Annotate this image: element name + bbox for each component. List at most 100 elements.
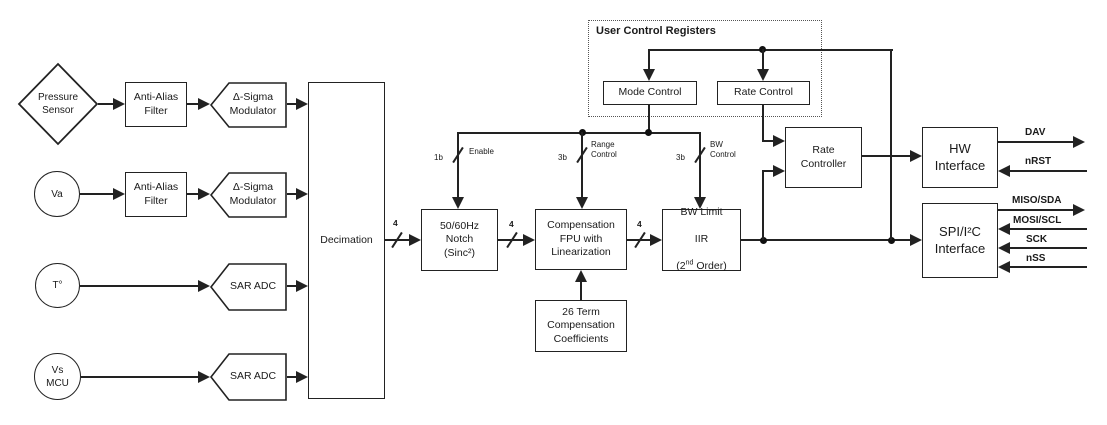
bw-limit-line1: BW Limit xyxy=(680,205,723,218)
range-width-label: 3b xyxy=(558,153,567,162)
arrow-sck-in xyxy=(998,242,1010,254)
line-va-to-filter xyxy=(80,193,114,195)
line-bwctl-drop xyxy=(699,132,701,198)
line-saradc1-to-decimation xyxy=(287,285,297,287)
arrow-into-filter2 xyxy=(113,188,125,200)
line-sck xyxy=(1010,247,1087,249)
line-miso-sda xyxy=(998,209,1074,211)
arrow-miso-out xyxy=(1073,204,1085,216)
bus-width-label-1: 4 xyxy=(393,218,398,228)
sar-adc-1-shape xyxy=(210,263,287,311)
arrow-into-spi xyxy=(910,234,922,246)
bus-width-label-3: 4 xyxy=(637,219,642,229)
delta-sigma-modulator-1-shape xyxy=(210,82,287,128)
arrow-into-fpu xyxy=(523,234,535,246)
line-output-feedback-up xyxy=(762,170,764,240)
user-control-registers-group xyxy=(588,20,822,117)
delta-sigma-modulator-2-shape xyxy=(210,172,287,218)
arrow-into-rate-controller-2 xyxy=(773,165,785,177)
line-mosi-scl xyxy=(1010,228,1087,230)
sck-label: SCK xyxy=(1026,234,1048,245)
bw-limit-line2: IIR xyxy=(694,233,709,246)
arrow-into-decimation-3 xyxy=(296,280,308,292)
arrow-bwctl-into-bwlimit xyxy=(694,197,706,209)
line-nss xyxy=(1010,266,1087,268)
dav-label: DAV xyxy=(1025,127,1046,138)
arrow-into-decimation-2 xyxy=(296,188,308,200)
junction-dot-output-rate xyxy=(760,237,767,244)
line-saradc2-to-decimation xyxy=(287,376,297,378)
line-modulator2-to-decimation xyxy=(287,193,297,195)
mode-control-block: Mode Control xyxy=(603,81,697,105)
nrst-label: nRST xyxy=(1025,156,1052,167)
arrow-into-decimation-1 xyxy=(296,98,308,110)
line-filter1-to-modulator1 xyxy=(187,103,199,105)
arrow-into-saradc2 xyxy=(198,371,210,383)
line-mode-control-down xyxy=(648,105,650,134)
compensation-fpu-block: Compensation FPU with Linearization xyxy=(535,209,627,270)
sar-adc-1-label: SAR ADC xyxy=(229,280,277,293)
line-filter2-to-modulator2 xyxy=(187,193,199,195)
line-register-write-top xyxy=(648,49,893,51)
anti-alias-filter-2: Anti-Alias Filter xyxy=(125,172,187,217)
junction-dot-mode xyxy=(645,129,652,136)
arrow-into-rate-control xyxy=(757,69,769,81)
miso-sda-label: MISO/SDA xyxy=(1012,195,1062,206)
arrow-into-decimation-4 xyxy=(296,371,308,383)
compensation-coefficients-block: 26 Term Compensation Coefficients xyxy=(535,300,627,352)
line-pressure-to-filter xyxy=(98,103,114,105)
delta-sigma-modulator-1-label: Δ-Sigma Modulator xyxy=(229,91,277,117)
pressure-sensor-diamond xyxy=(17,62,99,146)
line-temp-to-saradc1 xyxy=(80,285,199,287)
temperature-input: T° xyxy=(35,263,80,308)
hw-interface-block: HW Interface xyxy=(922,127,998,188)
delta-sigma-modulator-2-label: Δ-Sigma Modulator xyxy=(229,181,277,207)
anti-alias-filter-1: Anti-Alias Filter xyxy=(125,82,187,127)
line-bwlimit-to-spi xyxy=(741,239,911,241)
bwctl-width-label: 3b xyxy=(676,153,685,162)
va-input: Va xyxy=(34,171,80,217)
line-vsmcu-to-saradc2 xyxy=(81,376,199,378)
range-control-label: Range Control xyxy=(591,140,617,159)
nss-label: nSS xyxy=(1026,253,1046,264)
arrow-into-modulator2 xyxy=(198,188,210,200)
decimation-block: Decimation xyxy=(308,82,385,399)
sar-adc-2-label: SAR ADC xyxy=(229,370,277,383)
notch-filter-block: 50/60Hz Notch (Sinc²) xyxy=(421,209,498,271)
arrow-into-bwlimit xyxy=(650,234,662,246)
enable-label: Enable xyxy=(469,147,494,156)
arrow-into-saradc1 xyxy=(198,280,210,292)
junction-dot-output-registers xyxy=(888,237,895,244)
line-rate-controller-to-hw xyxy=(862,155,910,157)
arrow-enable-into-notch xyxy=(452,197,464,209)
line-rate-control-into-controller xyxy=(762,140,774,142)
line-feedback-into-controller xyxy=(762,170,774,172)
line-down-to-mode-control xyxy=(648,49,650,69)
line-enable-drop xyxy=(457,132,459,198)
rate-control-block: Rate Control xyxy=(717,81,810,105)
arrow-into-filter1 xyxy=(113,98,125,110)
pressure-sensor-label: Pressure Sensor xyxy=(37,92,78,116)
arrow-nss-in xyxy=(998,261,1010,273)
line-range-drop xyxy=(581,132,583,198)
line-nrst xyxy=(1010,170,1087,172)
line-spi-to-registers-vertical xyxy=(890,49,892,240)
spi-i2c-interface-block: SPI/I²C Interface xyxy=(922,203,998,278)
mosi-scl-label: MOSI/SCL xyxy=(1013,215,1062,226)
bus-width-label-2: 4 xyxy=(509,219,514,229)
bw-limit-iir-block: BW Limit IIR (2nd Order) xyxy=(662,205,741,272)
line-dav xyxy=(998,141,1074,143)
arrow-dav-out xyxy=(1073,136,1085,148)
user-control-registers-label: User Control Registers xyxy=(596,25,716,37)
arrow-into-mode-control xyxy=(643,69,655,81)
sar-adc-2-shape xyxy=(210,353,287,401)
rate-controller-block: Rate Controller xyxy=(785,127,862,188)
vs-mcu-input: Vs MCU xyxy=(34,353,81,400)
arrow-range-into-fpu xyxy=(576,197,588,209)
line-rate-control-down xyxy=(762,105,764,142)
line-down-to-rate-control xyxy=(762,49,764,69)
line-modulator1-to-decimation xyxy=(287,103,297,105)
arrow-into-modulator1 xyxy=(198,98,210,110)
arrow-into-hw-interface xyxy=(910,150,922,162)
